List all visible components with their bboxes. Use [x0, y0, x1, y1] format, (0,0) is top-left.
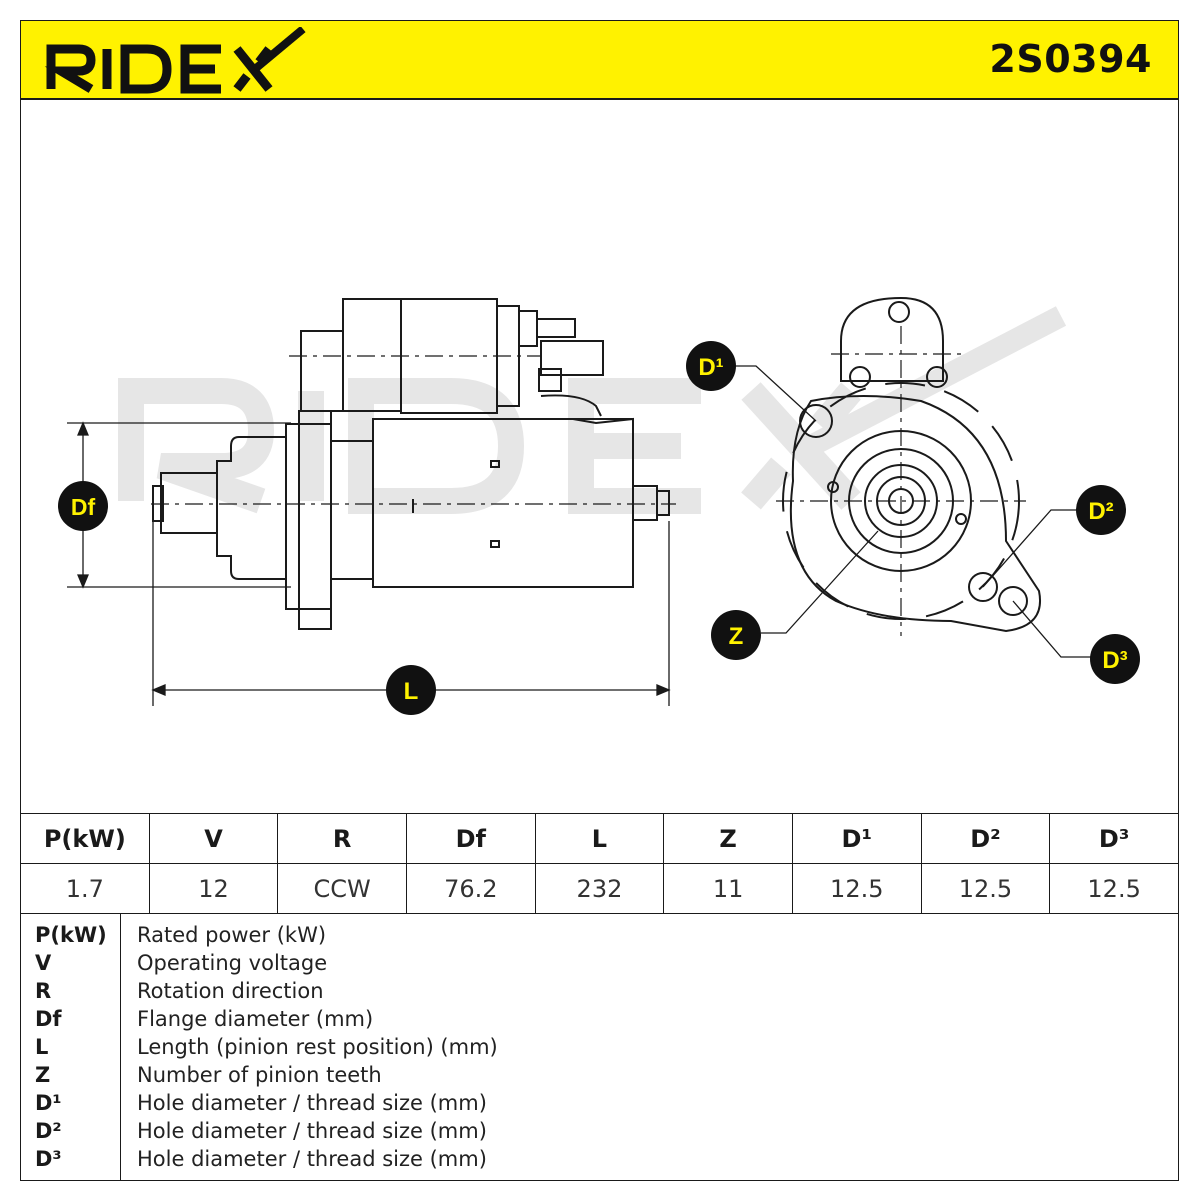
legend-box: P(kW) Rated power (kW) V Operating volta…: [20, 913, 1179, 1181]
spec-header-cell: D¹: [791, 813, 922, 864]
legend-row: L Length (pinion rest position) (mm): [21, 1035, 1178, 1063]
starter-side-view: [152, 298, 670, 630]
spec-header-cell: R: [277, 813, 407, 864]
legend-row: D¹ Hole diameter / thread size (mm): [21, 1091, 1178, 1119]
legend-row: D² Hole diameter / thread size (mm): [21, 1119, 1178, 1147]
legend-symbol: P(kW): [35, 923, 107, 947]
spec-header-cell: Df: [405, 813, 536, 864]
spec-value-row: 1.7 12 CCW 76.2 232 11 12.5 12.5 12.5: [20, 863, 1179, 914]
spec-header-cell: P(kW): [20, 813, 150, 864]
ridex-logo: [44, 27, 306, 94]
callout-leaders: [731, 365, 1091, 658]
legend-row: Df Flange diameter (mm): [21, 1007, 1178, 1035]
legend-description: Flange diameter (mm): [137, 1007, 374, 1031]
legend-symbol: D³: [35, 1147, 62, 1171]
callout-z: Z: [711, 610, 761, 660]
legend-row: P(kW) Rated power (kW): [21, 923, 1178, 951]
svg-text:D³: D³: [1102, 647, 1127, 674]
spec-header-row: P(kW) V R Df L Z D¹ D² D³: [20, 813, 1179, 864]
legend-symbol: D²: [35, 1119, 62, 1143]
front-view-centerlines: [776, 326, 1026, 636]
spec-header-cell: V: [148, 813, 279, 864]
spec-value-cell: 1.7: [20, 863, 150, 914]
spec-value-cell: 76.2: [405, 863, 536, 914]
spec-value-cell: 12.5: [791, 863, 922, 914]
watermark-logo: [118, 306, 1067, 514]
header-bar: 2S0394: [20, 20, 1179, 100]
legend-description: Hole diameter / thread size (mm): [137, 1091, 487, 1115]
technical-drawing: D¹ Df Z D² D³ L: [58, 297, 1140, 715]
spec-value-cell: 232: [534, 863, 665, 914]
legend-description: Hole diameter / thread size (mm): [137, 1119, 487, 1143]
legend-description: Operating voltage: [137, 951, 328, 975]
legend-symbol: Z: [35, 1063, 51, 1087]
callout-l: L: [386, 665, 436, 715]
legend-row: D³ Hole diameter / thread size (mm): [21, 1147, 1178, 1175]
spec-value-cell: 12.5: [1049, 863, 1179, 914]
spec-header-cell: D²: [920, 813, 1051, 864]
legend-row: Z Number of pinion teeth: [21, 1063, 1178, 1091]
spec-table: P(kW) V R Df L Z D¹ D² D³ 1.7 12 CCW 76.…: [20, 813, 1179, 914]
legend-symbol: L: [35, 1035, 49, 1059]
callout-d2: D²: [1076, 485, 1126, 535]
legend-symbol: V: [35, 951, 52, 975]
legend-description: Number of pinion teeth: [137, 1063, 382, 1087]
legend-description: Rated power (kW): [137, 923, 327, 947]
svg-text:D²: D²: [1088, 498, 1113, 525]
legend-row: V Operating voltage: [21, 951, 1178, 979]
spec-value-cell: 12: [148, 863, 279, 914]
svg-text:Z: Z: [729, 623, 744, 650]
spec-value-cell: 12.5: [920, 863, 1051, 914]
svg-text:D¹: D¹: [698, 354, 723, 381]
spec-header-cell: L: [534, 813, 665, 864]
legend-description: Length (pinion rest position) (mm): [137, 1035, 498, 1059]
legend-description: Rotation direction: [137, 979, 324, 1003]
legend-symbol: D¹: [35, 1091, 62, 1115]
spec-header-cell: Z: [663, 813, 793, 864]
callout-df: Df: [58, 481, 108, 531]
callout-d3: D³: [1090, 634, 1140, 684]
side-view-centerlines: [151, 355, 676, 505]
legend-row: R Rotation direction: [21, 979, 1178, 1007]
spec-value-cell: CCW: [277, 863, 407, 914]
callout-d1: D¹: [686, 341, 736, 391]
svg-text:L: L: [404, 678, 419, 705]
svg-text:Df: Df: [71, 494, 96, 520]
legend-description: Hole diameter / thread size (mm): [137, 1147, 487, 1171]
part-number: 2S0394: [989, 37, 1152, 81]
legend-symbol: Df: [35, 1007, 62, 1031]
legend-symbol: R: [35, 979, 52, 1003]
spec-header-cell: D³: [1049, 813, 1179, 864]
legend-divider: [120, 914, 121, 1180]
spec-value-cell: 11: [663, 863, 793, 914]
